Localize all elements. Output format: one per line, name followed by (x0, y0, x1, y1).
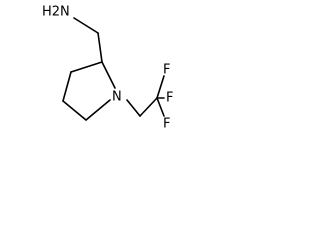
bond-c2-to-ch2 (97, 32, 103, 63)
fluorine-right-label: F (166, 91, 173, 106)
bond-cf3-to-f-top (156, 75, 165, 99)
ring-bond-n1-c2 (101, 61, 116, 89)
ring-bond-c3-c4 (62, 71, 72, 102)
ring-nitrogen-label: N (112, 90, 122, 105)
bond-n1-to-ch2 (126, 99, 141, 117)
ring-bond-c5-n1 (85, 99, 111, 121)
ring-bond-c4-c5 (62, 100, 87, 121)
bond-cf3-to-f-bottom (156, 97, 165, 117)
fluorine-top-label: F (163, 63, 170, 78)
molecule-canvas: H2N N F F F (0, 0, 178, 144)
skeletal-formula: H2N N F F F (42, 5, 173, 132)
bond-ch2-to-amine (73, 17, 99, 34)
ring-bond-c2-c3 (70, 61, 103, 73)
fluorine-bottom-label: F (163, 117, 170, 132)
amine-label: H2N (42, 5, 70, 20)
bond-ch2-to-cf3 (139, 97, 158, 117)
